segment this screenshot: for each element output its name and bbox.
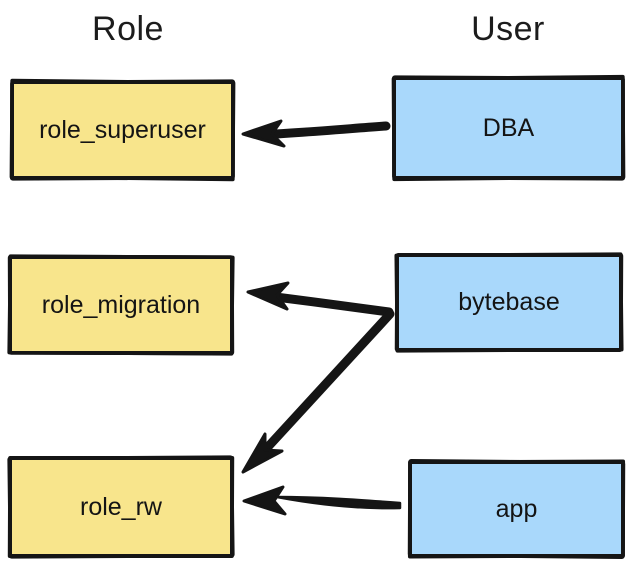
node-bytebase[interactable]: bytebase — [394, 252, 624, 353]
edge-bytebase-to-role-rw — [241, 309, 395, 474]
node-fill — [396, 80, 621, 176]
node-label: app — [495, 494, 538, 523]
edge-bytebase-to-role-migration — [246, 281, 394, 317]
node-fill — [14, 84, 231, 176]
edge-dba-to-role-superuser — [241, 119, 391, 148]
node-label: bytebase — [458, 288, 560, 316]
node-label: role_superuser — [39, 115, 206, 144]
node-app[interactable]: app — [407, 458, 626, 560]
node-label: DBA — [482, 113, 535, 142]
node-label: role_rw — [80, 492, 162, 521]
node-fill — [12, 259, 230, 351]
node-fill — [412, 464, 621, 554]
column-header-role: Role — [92, 10, 164, 48]
node-fill — [12, 460, 230, 554]
node-role-superuser[interactable]: role_superuser — [9, 78, 236, 182]
node-role-rw[interactable]: role_rw — [7, 455, 235, 559]
node-role-migration[interactable]: role_migration — [7, 254, 235, 356]
node-fill — [399, 257, 619, 348]
node-dba[interactable]: DBA — [391, 74, 626, 182]
column-header-user: User — [471, 10, 545, 48]
node-label: role_migration — [41, 290, 201, 319]
edge-app-to-role-rw — [242, 485, 402, 516]
